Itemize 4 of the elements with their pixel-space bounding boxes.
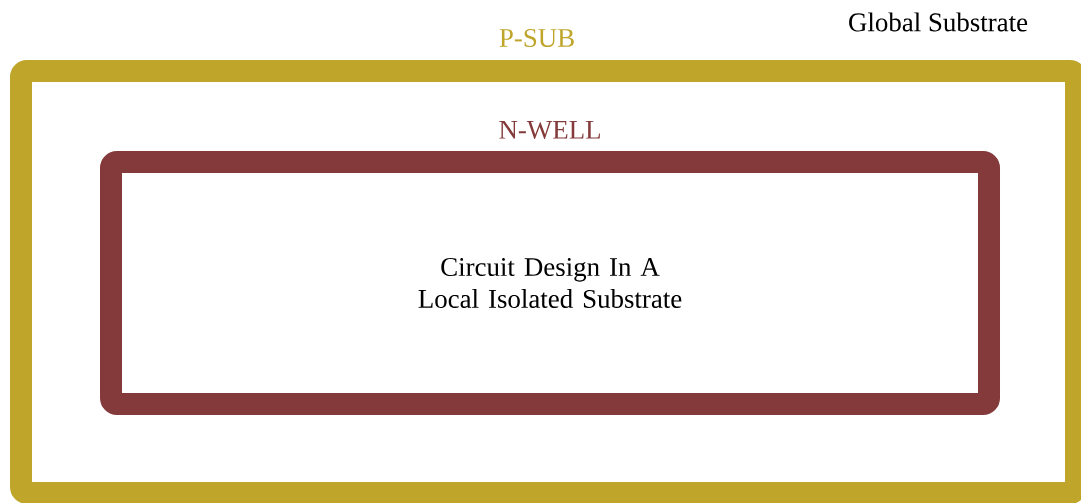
corner-label: Global Substrate bbox=[849, 12, 1028, 32]
region-label: N-WELL bbox=[499, 120, 600, 139]
region-label: P-SUB bbox=[499, 28, 574, 47]
region-description: Circuit Design In A Local Isolated Substrate bbox=[418, 258, 682, 308]
